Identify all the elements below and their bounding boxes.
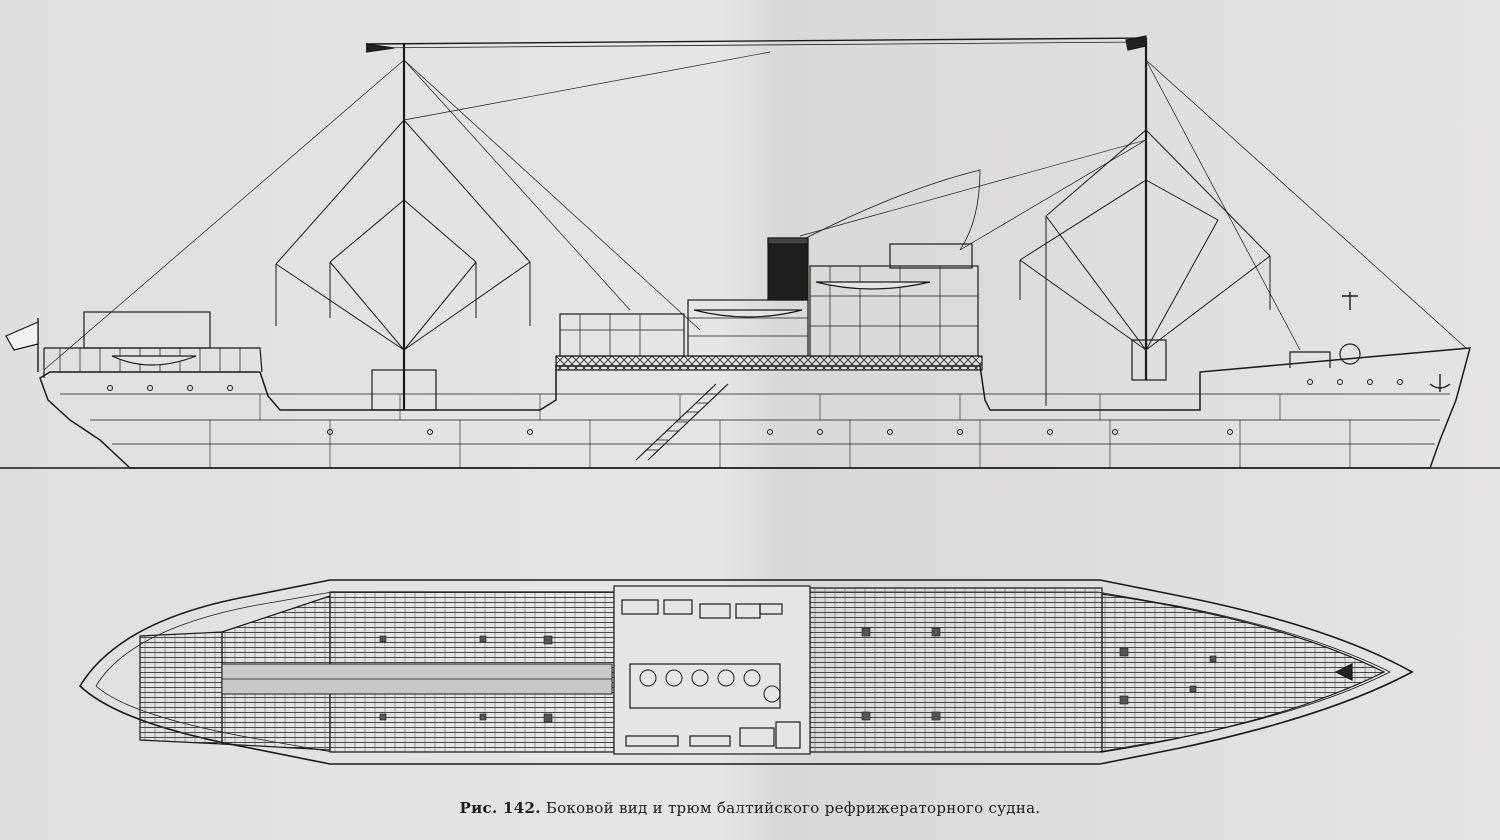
stern-flag [5, 321, 39, 351]
funnel [767, 237, 809, 301]
hold-plan-drawing [78, 579, 1414, 765]
figure-number: Рис. 142. [459, 799, 541, 817]
side-view-drawing [0, 35, 1500, 469]
masthead-flag [1125, 35, 1147, 51]
hull-outline [39, 347, 1472, 469]
anchor-icon [1429, 374, 1451, 392]
figure-caption-text: Боковой вид и трюм балтийского рефрижера… [545, 799, 1041, 817]
figure-caption: Рис. 142. Боковой вид и трюм балтийского… [0, 799, 1500, 817]
